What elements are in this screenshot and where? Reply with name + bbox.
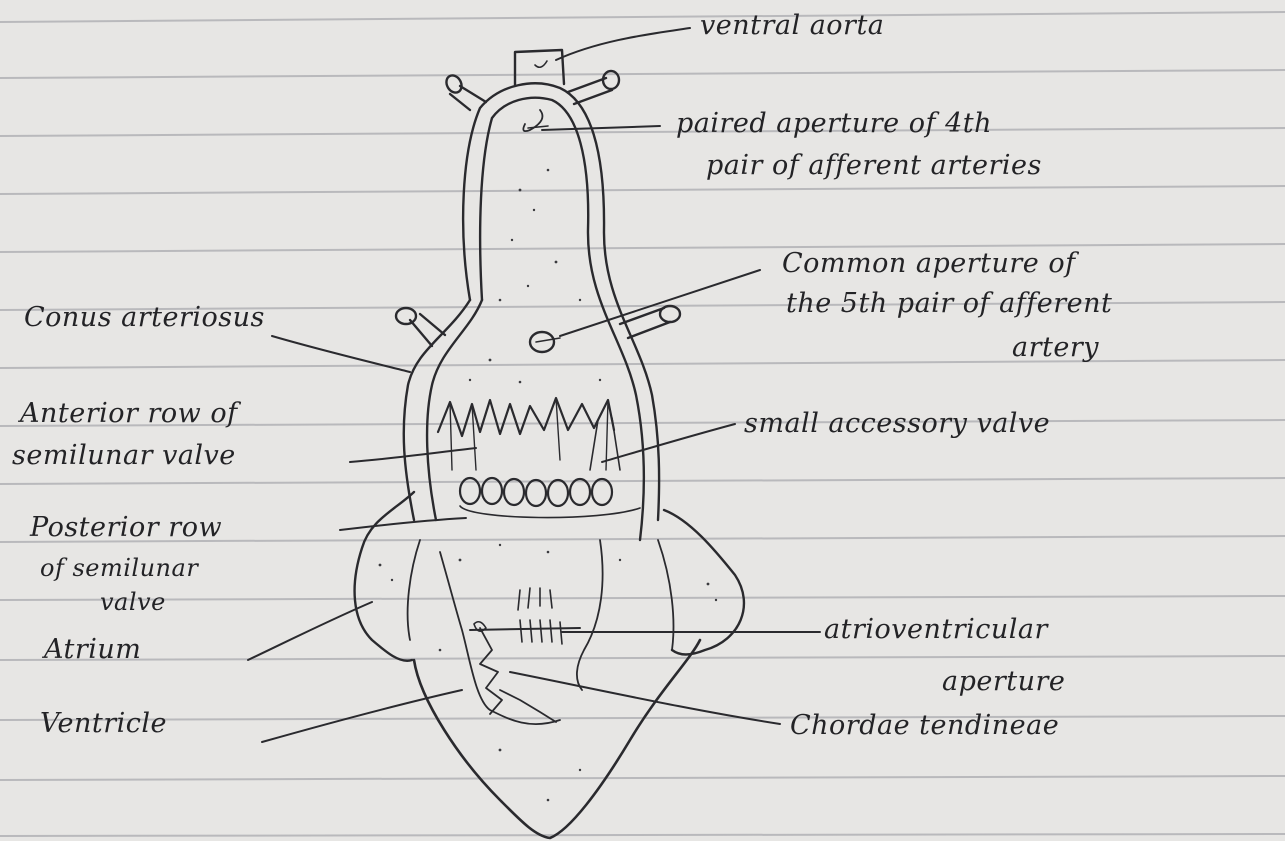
label-paired-aperture-line2: pair of afferent arteries: [706, 152, 1042, 180]
label-ventricle: Ventricle: [40, 710, 167, 738]
label-posterior-row-line1: Posterior row: [30, 514, 222, 542]
label-paired-aperture-line1: paired aperture of 4th: [676, 110, 992, 138]
label-ventral-aorta: ventral aorta: [700, 12, 884, 40]
label-posterior-row-line3: valve: [100, 590, 166, 615]
label-conus-arteriosus: Conus arteriosus: [24, 304, 265, 332]
label-common-aperture-line1: Common aperture of: [782, 250, 1076, 278]
label-atrioventricular-line2: aperture: [942, 668, 1065, 696]
label-small-accessory-valve: small accessory valve: [744, 410, 1050, 438]
label-posterior-row-line2: of semilunar: [40, 556, 198, 581]
label-atrium: Atrium: [44, 636, 141, 664]
label-common-aperture-line2: the 5th pair of afferent: [786, 290, 1112, 318]
label-atrioventricular-line1: atrioventricular: [824, 616, 1048, 644]
label-anterior-row-line1: Anterior row of: [20, 400, 238, 428]
label-common-aperture-line3: artery: [1012, 334, 1099, 362]
label-anterior-row-line2: semilunar valve: [12, 442, 236, 470]
label-chordae-tendineae: Chordae tendineae: [790, 712, 1059, 740]
